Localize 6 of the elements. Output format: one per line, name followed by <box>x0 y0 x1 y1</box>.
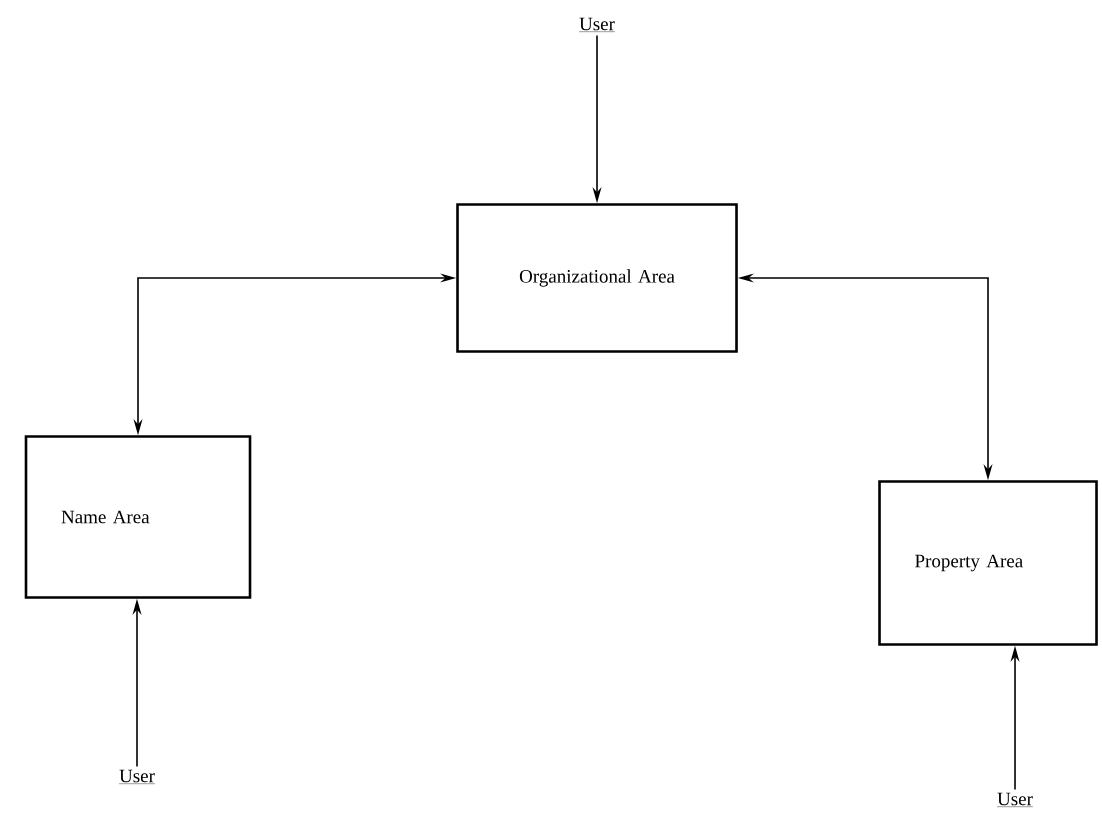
process-box: Organizational Area <box>456 203 738 353</box>
user-label: User <box>578 17 616 32</box>
process-box: Name Area <box>24 435 252 599</box>
user-label: User <box>996 792 1034 807</box>
process-box: Property Area <box>878 480 1098 646</box>
user-label: User <box>118 769 156 784</box>
